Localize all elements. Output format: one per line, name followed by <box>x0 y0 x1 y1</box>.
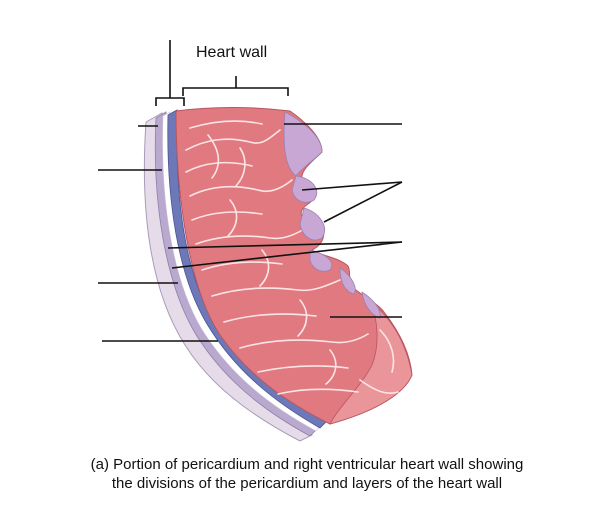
caption-line-1: (a) Portion of pericardium and right ven… <box>90 456 524 473</box>
leader-line-visceral-a <box>167 241 403 249</box>
pericardium-bracket <box>155 40 185 106</box>
leader-line-trabecula-b <box>323 181 403 223</box>
figure-caption: (a) Portion of pericardium and right ven… <box>0 455 614 493</box>
caption-line-2: the divisions of the pericardium and lay… <box>111 475 503 492</box>
leader-lines <box>98 123 403 342</box>
leader-line-visceral-b <box>171 241 403 269</box>
heart-wall-bracket <box>182 76 289 96</box>
brackets <box>155 40 289 106</box>
trabeculae-endocardium <box>283 111 381 319</box>
myocardium <box>175 107 413 425</box>
leader-line-trabecula-a <box>301 181 403 191</box>
muscle-fibers <box>185 120 399 395</box>
heart-wall-label: Heart wall <box>196 44 268 61</box>
